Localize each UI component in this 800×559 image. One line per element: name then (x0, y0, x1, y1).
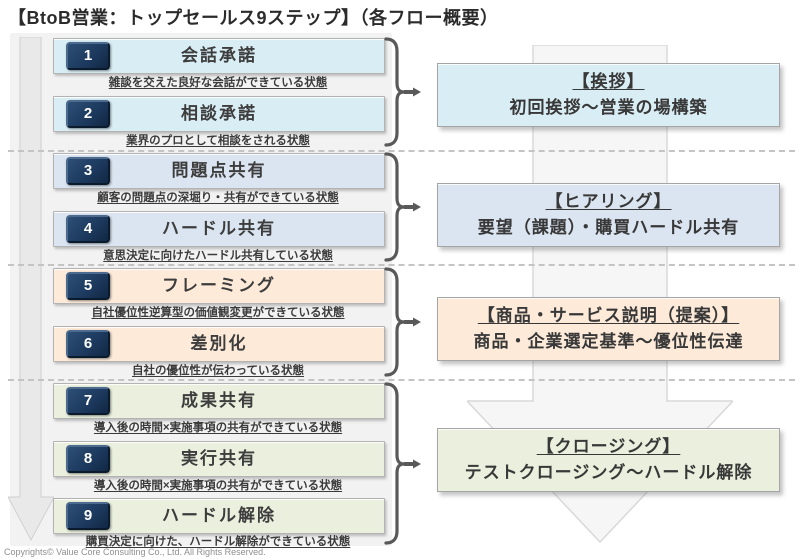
left-flow-arrow (8, 37, 54, 542)
step-5-label: フレーミング (162, 276, 276, 295)
step-1-number-badge: 1 (66, 42, 110, 70)
step-6-number-badge: 6 (66, 330, 110, 358)
brace-group-3 (384, 267, 421, 377)
step-2-caption: 業界のプロとして相談をされる状態 (126, 135, 310, 147)
phase-aisatsu-subtitle: 初回挨拶～営業の場構築 (509, 98, 708, 117)
step-7-number-badge: 7 (66, 387, 110, 415)
step-9-number-badge: 9 (66, 502, 110, 530)
step-2-label: 相談承諾 (181, 104, 257, 123)
phase-closing-title: 【クロージング】 (536, 437, 681, 456)
step-4-number-badge: 4 (66, 215, 110, 243)
brace-group-4 (384, 382, 421, 545)
phase-teian-subtitle: 商品・企業選定基準～優位性伝達 (473, 332, 744, 351)
step-5: 5 フレーミング (53, 268, 385, 304)
phase-aisatsu-title: 【挨拶】 (572, 72, 645, 91)
step-1-caption: 雑談を交えた良好な会話ができている状態 (108, 77, 328, 89)
step-5-caption: 自社優位性逆算型の価値観変更ができている状態 (91, 307, 345, 319)
step-6-caption: 自社の優位性が伝わっている状態 (132, 365, 304, 377)
step-8-label: 実行共有 (181, 449, 257, 468)
phase-hearing-subtitle: 要望（課題）・購買ハードル共有 (477, 218, 740, 237)
step-1-label: 会話承諾 (181, 46, 257, 65)
phase-hearing-title: 【ヒアリング】 (545, 192, 672, 211)
step-8-number-badge: 8 (66, 445, 110, 473)
separator-3 (8, 379, 795, 381)
step-5-number-badge: 5 (66, 272, 110, 300)
step-9: 9 ハードル解除 (53, 498, 385, 534)
phase-teian-title: 【商品・サービス説明（提案）】 (477, 306, 740, 325)
step-9-caption: 購買決定に向けた、ハードル解除ができている状態 (85, 536, 351, 548)
brace-group-1 (384, 37, 421, 147)
step-3-number-badge: 3 (66, 157, 110, 185)
brace-group-2 (384, 152, 421, 262)
step-8-caption: 導入後の時間×実施事項の共有ができている状態 (93, 480, 343, 492)
step-9-label: ハードル解除 (162, 506, 276, 525)
phase-closing-subtitle: テストクロージング～ハードル解除 (464, 463, 753, 482)
step-1: 1 会話承諾 (53, 38, 385, 74)
step-4-caption: 意思決定に向けたハードル共有している状態 (103, 250, 333, 262)
step-6-label: 差別化 (190, 334, 248, 353)
step-3: 3 問題点共有 (53, 153, 385, 189)
step-8: 8 実行共有 (53, 441, 385, 477)
phase-box-teian: 【商品・サービス説明（提案）】 商品・企業選定基準～優位性伝達 (437, 297, 780, 361)
phase-box-aisatsu: 【挨拶】 初回挨拶～営業の場構築 (437, 63, 780, 127)
step-7-caption: 導入後の時間×実施事項の共有ができている状態 (93, 422, 343, 434)
step-4: 4 ハードル共有 (53, 211, 385, 247)
step-3-caption: 顧客の問題点の深堀り・共有ができている状態 (97, 192, 339, 204)
step-7-label: 成果共有 (181, 391, 257, 410)
phase-box-hearing: 【ヒアリング】 要望（課題）・購買ハードル共有 (437, 183, 780, 247)
separator-1 (8, 150, 795, 152)
step-3-label: 問題点共有 (171, 161, 267, 180)
separator-2 (8, 264, 795, 266)
copyright-notice: Copyrights© Value Core Consulting Co., L… (4, 547, 266, 557)
step-2: 2 相談承諾 (53, 96, 385, 132)
step-4-label: ハードル共有 (162, 219, 276, 238)
step-6: 6 差別化 (53, 326, 385, 362)
page-title: 【BtoB営業：トップセールス9ステップ】（各フロー概要） (8, 8, 499, 28)
step-2-number-badge: 2 (66, 100, 110, 128)
phase-box-closing: 【クロージング】 テストクロージング～ハードル解除 (437, 428, 780, 492)
step-7: 7 成果共有 (53, 383, 385, 419)
